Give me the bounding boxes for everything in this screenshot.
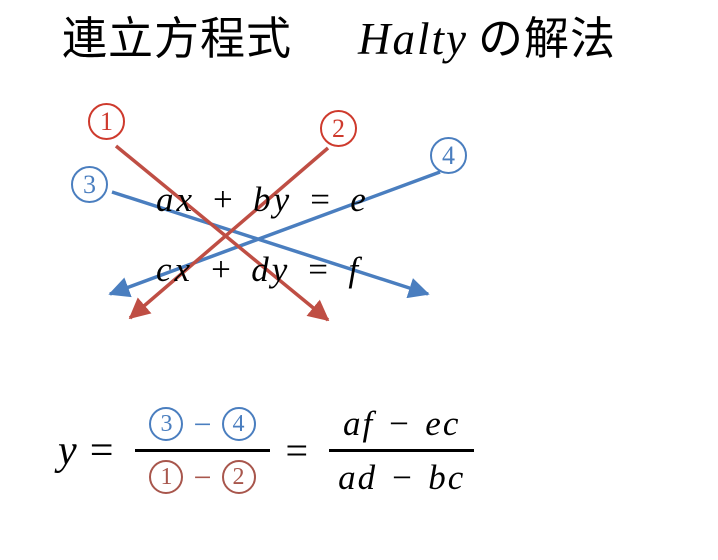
marker-3-circled: 3 [71, 166, 108, 203]
blue-arrow-right-to-left [108, 170, 441, 298]
marker-1-ref: 1 [149, 460, 184, 494]
red-arrow-left-to-right [114, 144, 330, 322]
equation-2: cx + dy = f [156, 250, 362, 289]
equation-1: ax + by = e [156, 180, 369, 219]
title-jp-tail: の解法 [478, 14, 617, 64]
letter-fraction-denominator: ad − bc [338, 458, 466, 497]
marker-4-circled: 4 [430, 137, 467, 174]
marker-2-circled: 2 [320, 110, 357, 147]
marker-3-ref: 3 [149, 407, 184, 441]
result-formula: y = 3 − 4 1 − 2 = af − ec ad − bc [58, 404, 479, 497]
minus-sign-denominator: − [193, 459, 212, 495]
blue-arrow-left-to-right [111, 190, 430, 299]
letter-fraction: af − ec ad − bc [324, 404, 479, 497]
marker-4-ref: 4 [221, 407, 256, 441]
formula-lhs: y = [58, 427, 116, 474]
title-jp-lead: 連立方程式 [62, 14, 293, 64]
circled-fraction-numerator: 3 − 4 [135, 405, 270, 452]
title-latin: Halty [358, 14, 468, 64]
circled-fraction: 3 − 4 1 − 2 [135, 405, 270, 496]
marker-1-circled: 1 [88, 103, 125, 140]
equals-sign: = [285, 428, 309, 473]
letter-fraction-numerator: af − ec [328, 404, 475, 452]
circled-fraction-denominator: 1 − 2 [135, 452, 269, 496]
marker-2-ref: 2 [221, 460, 256, 494]
minus-sign-numerator: − [193, 406, 212, 442]
red-arrow-right-to-left [128, 146, 330, 320]
